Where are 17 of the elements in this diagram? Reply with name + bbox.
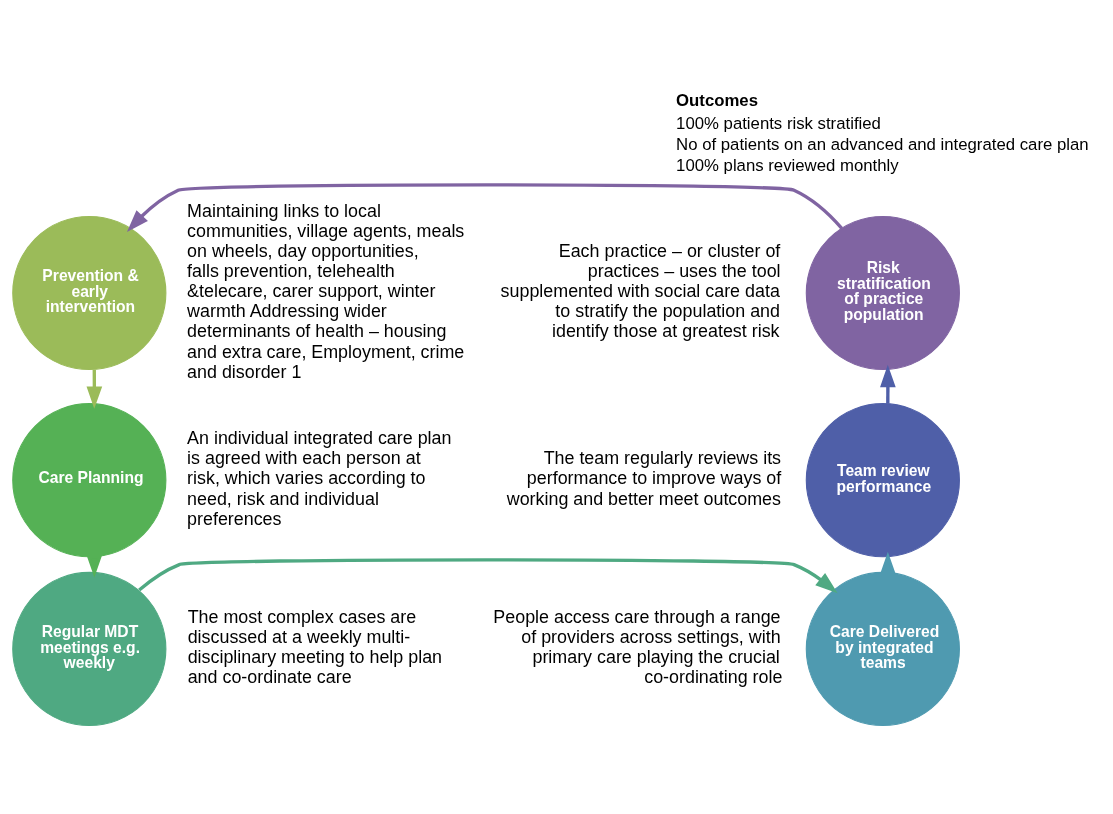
node-label: The most complex cases are discussed at a weekly multi-disciplinary meeting to help plan and co-ordinate care bbox=[187, 607, 443, 688]
label: 100% plans reviewed monthly bbox=[676, 156, 899, 176]
arrow bbox=[880, 364, 896, 404]
node-label: Maintaining links to local communities, village agents, meals on wheels, day opportunities, falls prevention, telehealth &telecare, carer support, winter warmth Addressing wider determinants of health – housing and extra care, Employment, crime and disorder 1 bbox=[187, 200, 465, 382]
node-label: Each practice – or cluster of practices – uses the tool supplemented with social care data to stratify the population and identify those at greatest risk bbox=[500, 241, 781, 342]
node-circle: Risk stratification of practice population bbox=[805, 215, 960, 371]
node-circle: Regular MDT meetings e.g. weekly bbox=[12, 571, 167, 727]
arrow bbox=[138, 558, 838, 594]
node-circle: Team review performance bbox=[805, 403, 960, 558]
node-label: An individual integrated care plan is agreed with each person at risk, which varies according to need, risk and individual preferences bbox=[187, 428, 452, 529]
arrow bbox=[126, 183, 843, 233]
node-label: People access care through a range of providers across settings, with primary care playing the crucial co-ordinating role bbox=[493, 607, 783, 688]
label: Outcomes bbox=[676, 91, 759, 111]
node-circle: Prevention & early intervention bbox=[12, 215, 167, 371]
label: 100% patients risk stratified bbox=[676, 113, 881, 133]
label: No of patients on an advanced and integrated care plan bbox=[676, 134, 1089, 154]
node-label: The team regularly reviews its performance to improve ways of working and better meet outcomes bbox=[506, 448, 782, 509]
